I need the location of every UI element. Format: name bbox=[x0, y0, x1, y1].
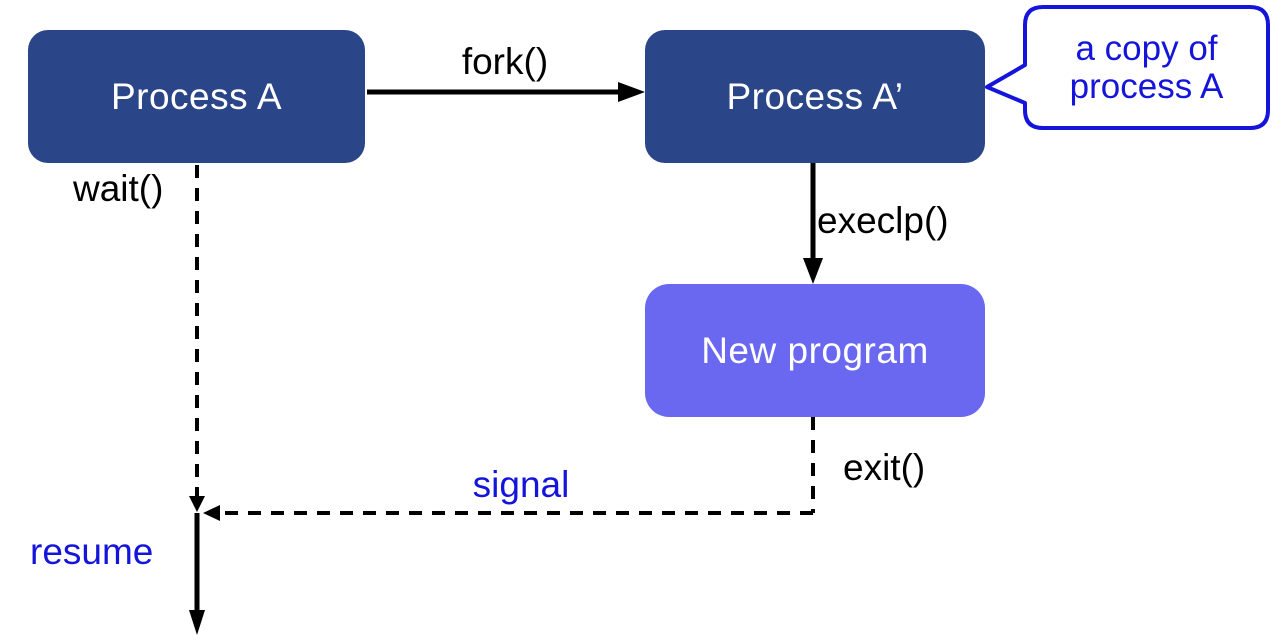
process-a-prime-label: Process A’ bbox=[726, 75, 904, 117]
resume-label: resume bbox=[30, 531, 154, 572]
resume-arrowhead bbox=[189, 610, 205, 635]
new-program-label: New program bbox=[701, 329, 929, 371]
fork-label: fork() bbox=[461, 41, 549, 82]
process-a-prime-box: Process A’ bbox=[645, 30, 985, 163]
wait-label: wait() bbox=[73, 168, 164, 209]
signal-label: signal bbox=[472, 464, 570, 505]
execlp-arrowhead bbox=[803, 258, 823, 284]
callout-line-1: a copy of bbox=[1075, 28, 1218, 68]
wait-arrowhead bbox=[189, 496, 205, 512]
process-a-label: Process A bbox=[110, 75, 283, 117]
execlp-label: execlp() bbox=[817, 200, 949, 241]
callout-bubble-shape bbox=[985, 5, 1270, 130]
process-a-box: Process A bbox=[28, 30, 365, 163]
new-program-box: New program bbox=[645, 284, 985, 417]
exit-label: exit() bbox=[843, 447, 926, 488]
fork-arrowhead bbox=[618, 82, 645, 102]
callout-bubble-text: a copy of process A bbox=[1025, 7, 1268, 128]
signal-arrowhead bbox=[203, 505, 220, 521]
callout-line-2: process A bbox=[1069, 66, 1224, 106]
